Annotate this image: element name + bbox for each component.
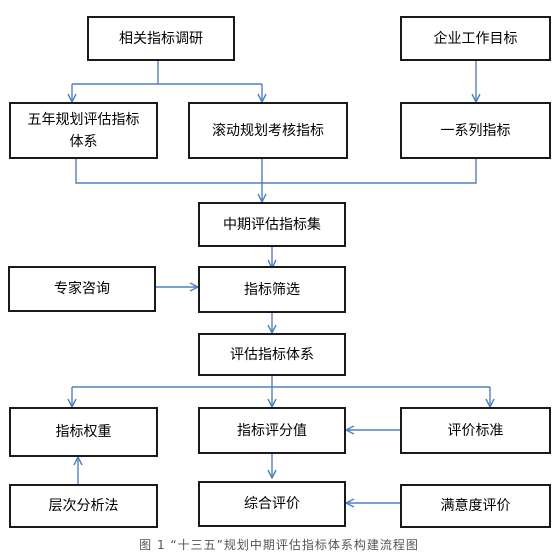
node-series-indicators: 一系列指标 xyxy=(400,102,551,159)
node-related-indicator-research: 相关指标调研 xyxy=(87,16,235,61)
node-midterm-indicator-set: 中期评估指标集 xyxy=(198,202,346,247)
node-five-year-plan-indicators: 五年规划评估指标 体系 xyxy=(9,102,158,159)
figure-caption: 图 1 “十三五”规划中期评估指标体系构建流程图 xyxy=(139,538,419,552)
node-comprehensive-evaluation: 综合评价 xyxy=(198,481,346,527)
node-satisfaction-evaluation: 满意度评价 xyxy=(400,484,551,528)
node-enterprise-work-goal: 企业工作目标 xyxy=(400,16,551,61)
node-indicator-weight: 指标权重 xyxy=(9,407,158,457)
node-indicator-screening: 指标筛选 xyxy=(198,266,346,313)
node-rolling-plan-indicators: 滚动规划考核指标 xyxy=(188,102,348,159)
node-evaluation-indicator-system: 评估指标体系 xyxy=(198,333,346,376)
node-ahp: 层次分析法 xyxy=(9,484,158,528)
edge-merge xyxy=(75,158,477,184)
node-evaluation-standard: 评价标准 xyxy=(400,407,551,454)
edge-eval-split xyxy=(72,375,490,388)
node-indicator-score: 指标评分值 xyxy=(198,407,346,454)
edge-research-split xyxy=(72,60,262,85)
node-expert-consultation: 专家咨询 xyxy=(8,266,156,312)
